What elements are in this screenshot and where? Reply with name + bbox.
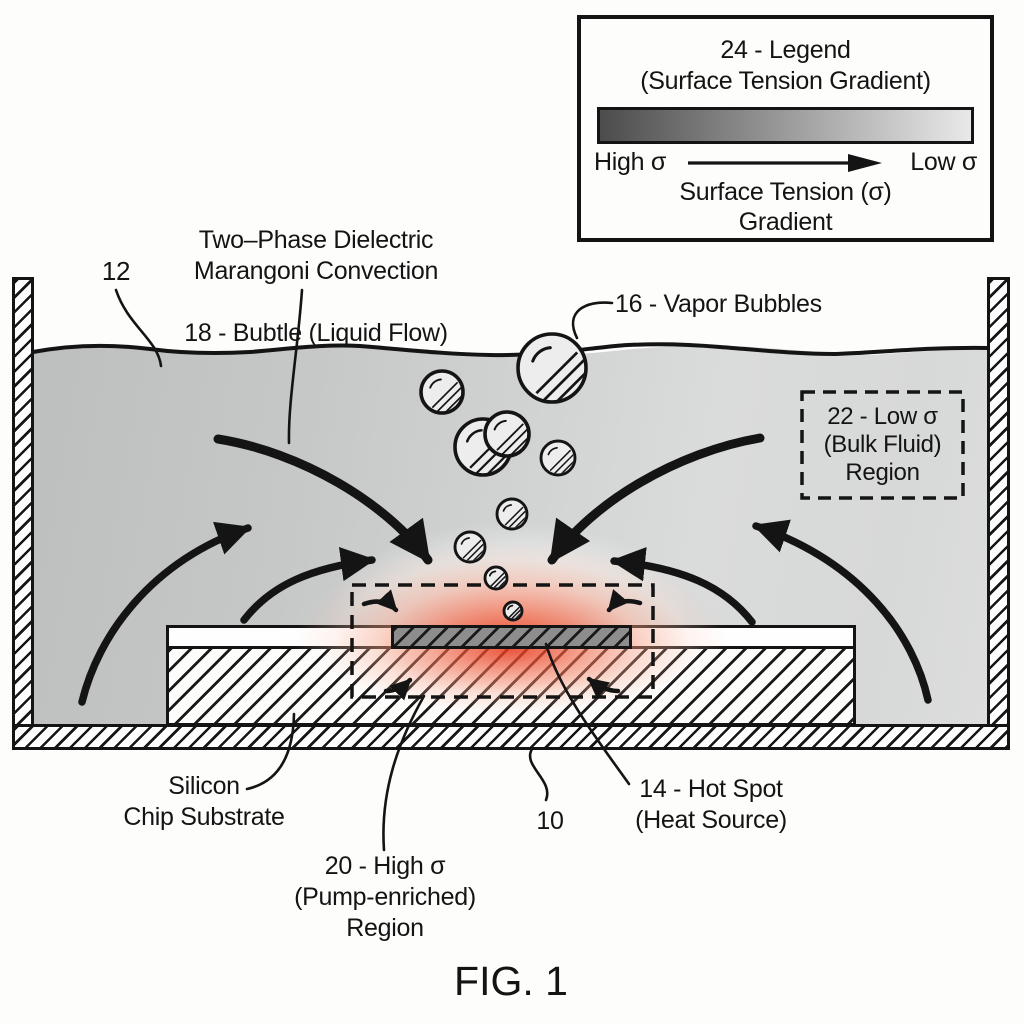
legend-title: 24 - Legend (Surface Tension Gradient) (640, 36, 931, 95)
label-tank-12: 12 (101, 256, 131, 286)
figure-caption: FIG. 1 (454, 958, 568, 1004)
label-bubble-flow-18: 18 - Bubtle (Liquid Flow) (184, 319, 448, 347)
legend-gradient-bar (597, 107, 974, 144)
legend-high-sigma-label: High σ (594, 148, 666, 176)
label-flow-title: Two–Phase Dielectric Marangoni Convectio… (193, 226, 439, 285)
leader-line-10 (528, 747, 549, 802)
legend-axis-label: Surface Tension (σ) Gradient (679, 178, 892, 236)
legend-box: 24 - Legend (Surface Tension Gradient) H… (577, 15, 994, 242)
tank-wall-right (987, 277, 1010, 727)
leader-line-16 (571, 301, 614, 340)
label-silicon-chip-substrate: Silicon Chip Substrate (123, 772, 285, 831)
label-device-10: 10 (536, 807, 564, 835)
hot-spot-heat-source (391, 625, 632, 649)
tank-wall-left (12, 277, 34, 727)
tank-floor (12, 724, 1010, 750)
label-marangoni-flow: Two–Phase Dielectric Marangoni Convectio… (184, 194, 448, 380)
label-bulk-fluid-region-22: 22 - Low σ (Bulk Fluid) Region (823, 403, 942, 486)
label-high-sigma-region-20: 20 - High σ (Pump-enriched) Region (294, 852, 476, 942)
legend-gradient-arrow (688, 153, 883, 172)
legend-low-sigma-label: Low σ (910, 148, 977, 176)
label-vapor-bubbles-16: 16 - Vapor Bubbles (615, 290, 822, 318)
hot-spot-glow-lower (301, 649, 721, 723)
label-hot-spot-14: 14 - Hot Spot (Heat Source) (635, 775, 787, 834)
